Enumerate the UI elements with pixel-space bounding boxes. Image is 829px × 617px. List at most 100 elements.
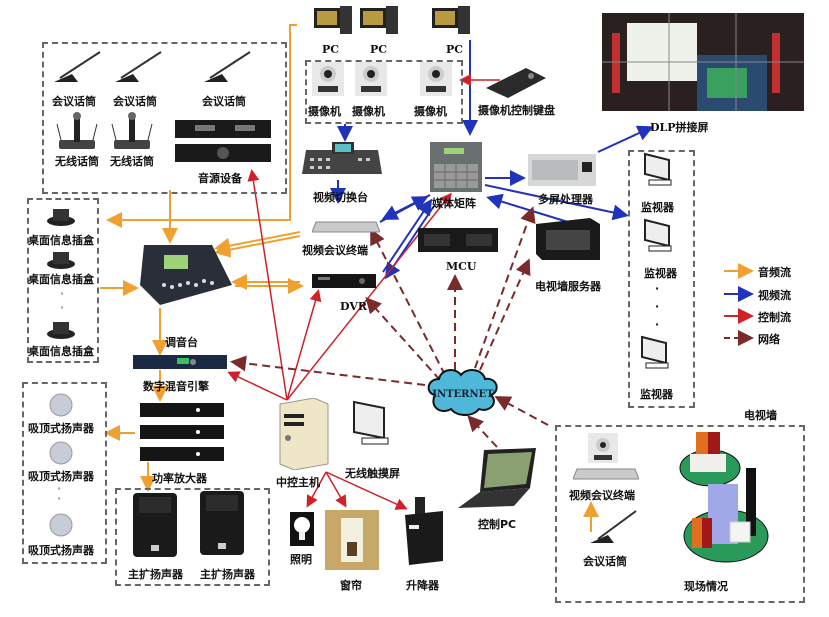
audio-link [106, 24, 297, 228]
wireless-touch-screen-icon [353, 400, 389, 445]
power-amp-label: 功率放大器 [152, 472, 207, 485]
camera-2-label: 摄像机 [352, 105, 385, 118]
lifter-label: 升降器 [406, 579, 439, 592]
monitor-icon [644, 152, 672, 186]
conference-mic-icon [54, 51, 101, 82]
multi-screen-processor-label: 多屏处理器 [538, 193, 593, 206]
legend-control-label: 控制流 [758, 311, 791, 324]
main-spk-2-label: 主扩扬声器 [200, 568, 255, 581]
internet-cloud-icon: INTERNET [427, 369, 498, 416]
camera-icon [312, 62, 344, 96]
legend-audio-label: 音频流 [758, 266, 791, 279]
control-link [325, 471, 408, 510]
digital-mix-engine-label: 数字混音引擎 [143, 380, 209, 393]
network-link [494, 396, 549, 426]
legend: 音频流 视频流 控制流 网络 [722, 260, 822, 350]
monitor-1-label: 监视器 [641, 201, 674, 214]
audio-source-label: 音源设备 [198, 172, 242, 185]
control-link [247, 169, 288, 401]
remote-camera-icon [588, 433, 618, 463]
monitor-3-label: 监视器 [640, 388, 673, 401]
network-link [467, 415, 498, 448]
ceiling-spk-2-label: 吸顶式扬声器 [28, 470, 94, 483]
control-pc-label: 控制PC [478, 518, 517, 531]
legend-network-label: 网络 [758, 333, 780, 346]
desk-box-1-label: 桌面信息插盒 [28, 234, 94, 247]
camera-control-keyboard-icon [486, 68, 546, 98]
dlp-wall-image [602, 13, 804, 111]
remote-conf-mic-label: 会议话筒 [583, 555, 627, 568]
pc-icon [432, 6, 470, 34]
video-link [381, 194, 431, 220]
main-speaker-icon [200, 491, 244, 555]
video-link [597, 125, 654, 153]
central-control-host-icon [279, 398, 329, 470]
mcu-label: MCU [446, 260, 477, 273]
ceiling-speaker-icon [49, 513, 73, 537]
ceiling-speaker-icon [49, 393, 73, 417]
monitor-2-label: 监视器 [644, 267, 677, 280]
ceiling-spk-3-label: 吸顶式扬声器 [28, 544, 94, 557]
desk-info-box-icon [47, 209, 75, 226]
camera-keyboard-label: 摄像机控制键盘 [478, 104, 555, 117]
conference-mic-icon [115, 51, 162, 82]
control-link [227, 371, 288, 401]
lighting-label: 照明 [290, 553, 312, 566]
dlp-wall-label: DLP拼接屏 [650, 121, 709, 134]
video-switcher-icon [302, 142, 382, 174]
site-label: 现场情况 [684, 580, 728, 593]
conference-mic-icon [204, 51, 251, 82]
wireless-mic-icon [111, 112, 153, 149]
site-buildings-icon [679, 432, 769, 563]
tv-wall-server-icon [536, 218, 600, 260]
control-link [325, 471, 347, 508]
network-link [230, 355, 426, 386]
mixer-icon [140, 245, 232, 305]
dvr-icon [312, 274, 376, 288]
pc-icon [314, 6, 352, 34]
remote-site-group [555, 425, 805, 603]
media-matrix-icon [430, 142, 482, 192]
network-link [370, 228, 446, 376]
curtain-icon [325, 510, 379, 570]
media-matrix-label: 媒体矩阵 [432, 197, 476, 210]
audio-links [100, 24, 599, 532]
ceiling-spk-ellipsis: ·· [57, 482, 62, 505]
central-host-label: 中控主机 [276, 476, 320, 489]
audio-source-device-icon [175, 120, 271, 162]
wireless-mic-1-label: 无线话筒 [55, 155, 99, 168]
pc-1-label: PC [322, 43, 340, 56]
desk-info-box-icon [47, 252, 75, 269]
ceiling-spk-1-label: 吸顶式扬声器 [28, 422, 94, 435]
camera-group [305, 60, 463, 124]
power-amplifier-icon [140, 403, 224, 461]
video-conf-terminal-label: 视频会议终端 [302, 244, 368, 257]
control-pc-laptop-icon [458, 448, 536, 508]
monitor-icon [644, 218, 672, 252]
network-link [365, 297, 441, 381]
pc-icon [360, 6, 398, 34]
internet-label: INTERNET [432, 389, 494, 400]
desk-box-2-label: 桌面信息插盒 [28, 273, 94, 286]
remote-vc-terminal-label: 视频会议终端 [569, 489, 635, 502]
main-spk-1-label: 主扩扬声器 [128, 568, 183, 581]
mcu-icon [418, 228, 498, 252]
camera-icon [355, 62, 387, 96]
multi-screen-processor-icon [528, 154, 596, 186]
dvr-label: DVR [340, 300, 368, 313]
video-link [484, 184, 629, 221]
desk-box-3-label: 桌面信息插盒 [28, 345, 94, 358]
camera-1-label: 摄像机 [308, 105, 341, 118]
ceiling-speaker-group [22, 382, 107, 564]
conf-mic-2-label: 会议话筒 [113, 95, 157, 108]
desk-info-box-icon [47, 322, 75, 339]
network-links [230, 206, 549, 448]
video-link [382, 198, 433, 273]
remote-conference-mic-icon [590, 510, 637, 543]
audio-input-group [42, 42, 287, 194]
wireless-mic-2-label: 无线话筒 [110, 155, 154, 168]
mixer-label: 调音台 [165, 336, 198, 349]
pc-3-label: PC [446, 43, 464, 56]
lifter-icon [405, 497, 443, 565]
